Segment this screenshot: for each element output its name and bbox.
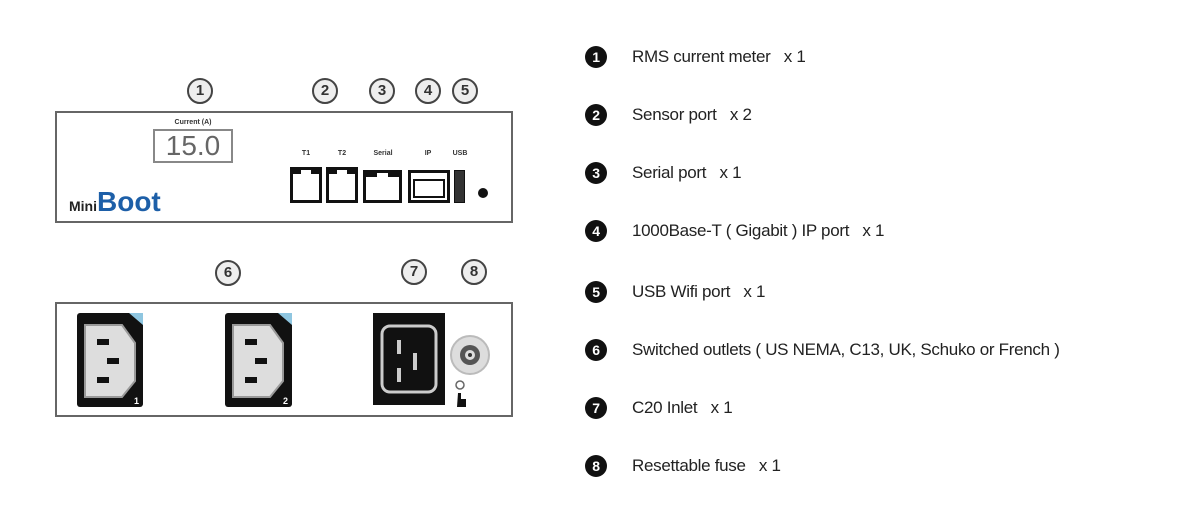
front-panel: [55, 111, 513, 223]
port-label-ip: IP: [424, 150, 432, 157]
c13-socket-icon: [232, 313, 292, 398]
legend-bullet: 1: [585, 46, 607, 68]
port-label-t1: T1: [301, 150, 311, 157]
sensor-port-t1: [290, 167, 322, 203]
outlet-number-2: 2: [282, 396, 288, 406]
legend-text: Switched outlets ( US NEMA, C13, UK, Sch…: [632, 340, 1060, 359]
callout-5: 5: [452, 78, 478, 104]
c13-socket-icon: [84, 313, 143, 398]
sensor-port-t2: [326, 167, 358, 203]
legend-text: Resettable fuse x 1: [632, 456, 781, 475]
port-label-t2: T2: [337, 150, 347, 157]
legend-item-4: 4 1000Base-T ( Gigabit ) IP port x 1: [585, 220, 885, 242]
resettable-fuse-icon: [450, 335, 490, 407]
ip-port: [408, 170, 450, 203]
minibot-logo: MiniBoot: [69, 186, 161, 218]
callout-2: 2: [312, 78, 338, 104]
legend-text: C20 Inlet x 1: [632, 398, 733, 417]
callout-1: 1: [187, 78, 213, 104]
port-label-serial: Serial: [373, 150, 393, 157]
legend-item-3: 3 Serial port x 1: [585, 162, 742, 184]
legend-text: USB Wifi port x 1: [632, 282, 766, 301]
legend-item-1: 1 RMS current meter x 1: [585, 46, 806, 68]
legend-bullet: 2: [585, 104, 607, 126]
switched-outlet-2: 2: [225, 313, 292, 407]
legend-item-8: 8 Resettable fuse x 1: [585, 455, 781, 477]
legend-item-7: 7 C20 Inlet x 1: [585, 397, 733, 419]
callout-3: 3: [369, 78, 395, 104]
callout-8: 8: [461, 259, 487, 285]
legend-bullet: 3: [585, 162, 607, 184]
legend-text: Serial port x 1: [632, 163, 742, 182]
legend-bullet: 5: [585, 281, 607, 303]
legend-bullet: 8: [585, 455, 607, 477]
callout-4: 4: [415, 78, 441, 104]
switched-outlet-1: 1: [77, 313, 143, 407]
current-label: Current (A): [174, 119, 212, 126]
callout-7: 7: [401, 259, 427, 285]
legend-bullet: 6: [585, 339, 607, 361]
callout-6: 6: [215, 260, 241, 286]
legend-text: RMS current meter x 1: [632, 47, 806, 66]
legend-item-2: 2 Sensor port x 2: [585, 104, 752, 126]
logo-main: Boot: [97, 186, 161, 217]
current-display: 15.0: [153, 129, 233, 163]
legend-bullet: 4: [585, 220, 607, 242]
serial-port: [363, 170, 402, 203]
port-label-usb: USB: [452, 150, 468, 157]
logo-prefix: Mini: [69, 198, 97, 214]
reset-button: [478, 188, 488, 198]
c20-inlet: [373, 313, 445, 405]
legend-bullet: 7: [585, 397, 607, 419]
c20-inlet-icon: [380, 324, 438, 394]
usb-port: [454, 170, 465, 203]
outlet-number-1: 1: [133, 396, 139, 406]
legend-item-6: 6 Switched outlets ( US NEMA, C13, UK, Sc…: [585, 339, 1060, 361]
legend-text: Sensor port x 2: [632, 105, 752, 124]
legend-item-5: 5 USB Wifi port x 1: [585, 281, 765, 303]
legend-text: 1000Base-T ( Gigabit ) IP port x 1: [632, 221, 885, 240]
